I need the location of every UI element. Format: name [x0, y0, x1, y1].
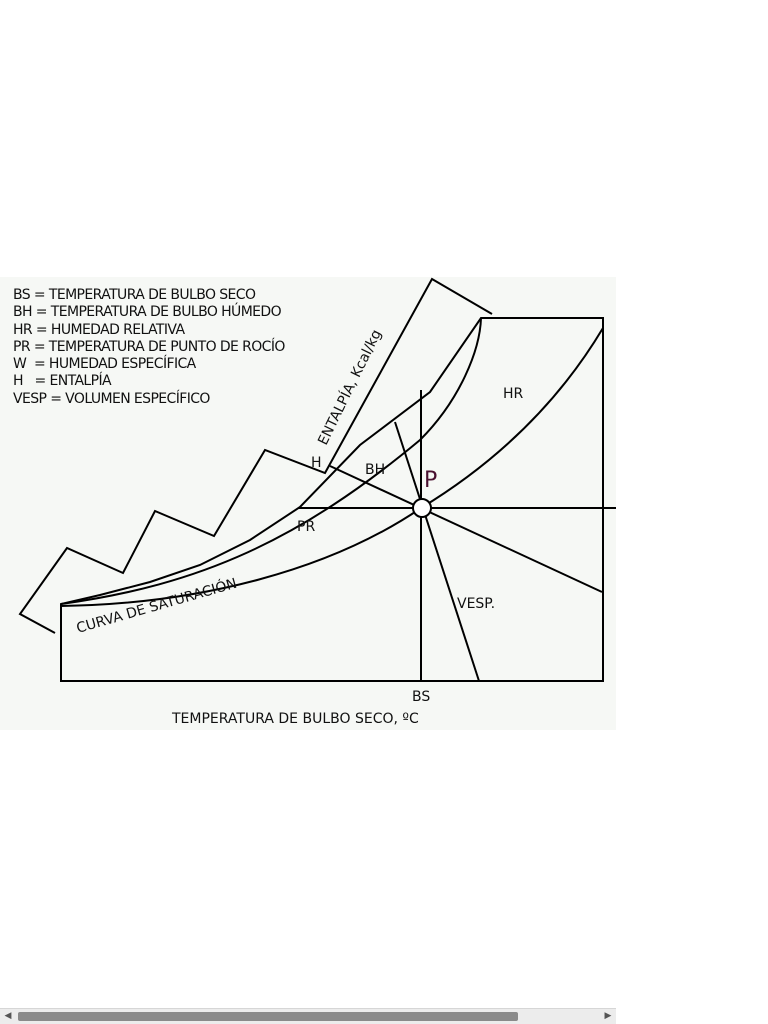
bulbo-humedo-line [329, 465, 603, 593]
legend-item-bs: BS = TEMPERATURA DE BULBO SECO [13, 287, 256, 303]
psychrometric-chart-figure: ENTALPÍA, Kcal/kg CURVA DE SATURACIÓN H … [0, 277, 616, 730]
punto-rocio-label: PR [297, 519, 315, 535]
legend-item-bh: BH = TEMPERATURA DE BULBO HÚMEDO [13, 304, 282, 321]
bulbo-seco-label: BS [412, 689, 430, 705]
volumen-especifico-line [394, 421, 480, 682]
humedad-relativa-label: HR [503, 386, 524, 402]
humedad-relativa-curve [420, 327, 604, 509]
legend-item-hr: HR = HUMEDAD RELATIVA [13, 321, 185, 338]
punto-rocio-curve [60, 507, 422, 607]
scroll-right-arrow-icon[interactable]: ▶ [604, 1011, 612, 1021]
legend: BS = TEMPERATURA DE BULBO SECO BH = TEMP… [13, 287, 285, 408]
legend-item-h: H = ENTALPÍA [13, 373, 112, 390]
x-axis-title: TEMPERATURA DE BULBO SECO, ºC [171, 711, 419, 727]
enthalpy-scale-zigzag [18, 277, 493, 634]
chart-frame [60, 317, 604, 682]
scroll-left-arrow-icon[interactable]: ◀ [4, 1011, 12, 1021]
psychrometric-chart-svg: ENTALPÍA, Kcal/kg CURVA DE SATURACIÓN H … [18, 277, 616, 727]
scrollbar-thumb[interactable] [18, 1012, 518, 1021]
enthalpy-h-label: H [311, 455, 322, 471]
legend-item-pr: PR = TEMPERATURA DE PUNTO DE ROCÍO [13, 338, 285, 355]
bulbo-humedo-label: BH [365, 462, 385, 478]
legend-item-vesp: VESP = VOLUMEN ESPECÍFICO [13, 390, 210, 407]
point-p-label: P [424, 468, 437, 493]
saturation-curve-line [60, 317, 482, 605]
volumen-especifico-label: VESP. [457, 596, 495, 612]
legend-item-w: W = HUMEDAD ESPECÍFICA [13, 356, 196, 373]
point-p-marker [412, 498, 432, 518]
horizontal-scrollbar[interactable]: ◀ ▶ [0, 1008, 616, 1024]
